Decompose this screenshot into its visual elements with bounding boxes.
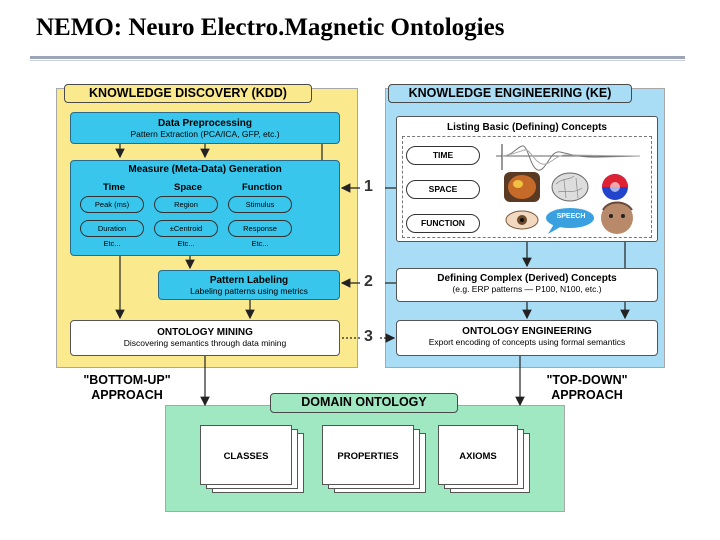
speech-bubble-label: SPEECH (556, 213, 586, 220)
title-rule (30, 56, 685, 59)
concept-time: TIME (406, 146, 480, 165)
space-column-header: Space (174, 182, 202, 193)
speech-bubble-image (546, 208, 594, 234)
link-number-3: 3 (364, 328, 373, 345)
time-column-header: Time (102, 182, 125, 193)
classes-label: CLASSES (223, 451, 269, 462)
defining-concepts-box: Defining Complex (Derived) Concepts (e.g… (396, 268, 658, 302)
bottom-up-line1: "BOTTOM-UP" (83, 373, 171, 387)
link-number-1: 1 (364, 178, 373, 195)
erp-waveform-image (496, 144, 641, 171)
baby-face-image (601, 201, 633, 234)
ontology-mining-title: ONTOLOGY MINING (157, 327, 253, 338)
brain-sketch-image (551, 172, 589, 202)
space-etc: Etc... (177, 239, 195, 248)
listing-concepts-inner (402, 136, 652, 238)
concept-illustrations (496, 144, 641, 234)
eye-image (505, 210, 539, 230)
ontology-engineering-title: ONTOLOGY ENGINEERING (462, 326, 592, 337)
link-number-2: 2 (364, 273, 373, 290)
top-down-line1: "TOP-DOWN" (546, 373, 628, 387)
data-preprocessing-title: Data Preprocessing (158, 118, 252, 129)
metric-peak: Peak (ms) (80, 196, 144, 213)
metric-centroid: ±Centroid (154, 220, 218, 237)
ke-title: KNOWLEDGE ENGINEERING (KE) (388, 84, 632, 103)
ontology-mining-subtitle: Discovering semantics through data minin… (123, 338, 287, 348)
axioms-label: AXIOMS (459, 451, 497, 462)
measure-generation-title: Measure (Meta-Data) Generation (128, 164, 282, 175)
metric-response: Response (228, 220, 292, 237)
defining-concepts-subtitle: (e.g. ERP patterns — P100, N100, etc.) (452, 284, 602, 294)
data-preprocessing-subtitle: Pattern Extraction (PCA/ICA, GFP, etc.) (130, 129, 280, 139)
pattern-labeling-title: Pattern Labeling (209, 275, 289, 286)
kdd-title: KNOWLEDGE DISCOVERY (KDD) (64, 84, 312, 103)
slide-title: NEMO: Neuro Electro.Magnetic Ontologies (36, 14, 505, 41)
concept-space: SPACE (406, 180, 480, 199)
axioms-doc: AXIOMS (438, 425, 518, 485)
data-preprocessing-box: Data Preprocessing Pattern Extraction (P… (70, 112, 340, 144)
bottom-up-line2: APPROACH (91, 388, 163, 402)
pattern-labeling-box: Pattern Labeling Labeling patterns using… (158, 270, 340, 300)
ontology-engineering-box: ONTOLOGY ENGINEERING Export encoding of … (396, 320, 658, 356)
top-down-approach-label: "TOP-DOWN" APPROACH (532, 373, 642, 403)
metric-region: Region (154, 196, 218, 213)
ontology-mining-box: ONTOLOGY MINING Discovering semantics th… (70, 320, 340, 356)
scalp-topography-image (602, 174, 628, 200)
metric-duration: Duration (80, 220, 144, 237)
brain-mri-image (504, 172, 540, 202)
classes-doc: CLASSES (200, 425, 292, 485)
bottom-up-approach-label: "BOTTOM-UP" APPROACH (72, 373, 182, 403)
properties-label: PROPERTIES (337, 451, 399, 462)
concept-function: FUNCTION (406, 214, 480, 233)
listing-concepts-title: Listing Basic (Defining) Concepts (446, 122, 607, 133)
domain-ontology-title: DOMAIN ONTOLOGY (270, 393, 458, 413)
title-rule-thin (30, 60, 685, 61)
function-etc: Etc... (251, 239, 269, 248)
metric-stimulus: Stimulus (228, 196, 292, 213)
time-etc: Etc... (103, 239, 121, 248)
ontology-engineering-subtitle: Export encoding of concepts using formal… (428, 337, 626, 347)
properties-doc: PROPERTIES (322, 425, 414, 485)
defining-concepts-title: Defining Complex (Derived) Concepts (437, 273, 617, 284)
top-down-line2: APPROACH (551, 388, 623, 402)
pattern-labeling-subtitle: Labeling patterns using metrics (190, 286, 308, 296)
function-column-header: Function (241, 182, 283, 193)
